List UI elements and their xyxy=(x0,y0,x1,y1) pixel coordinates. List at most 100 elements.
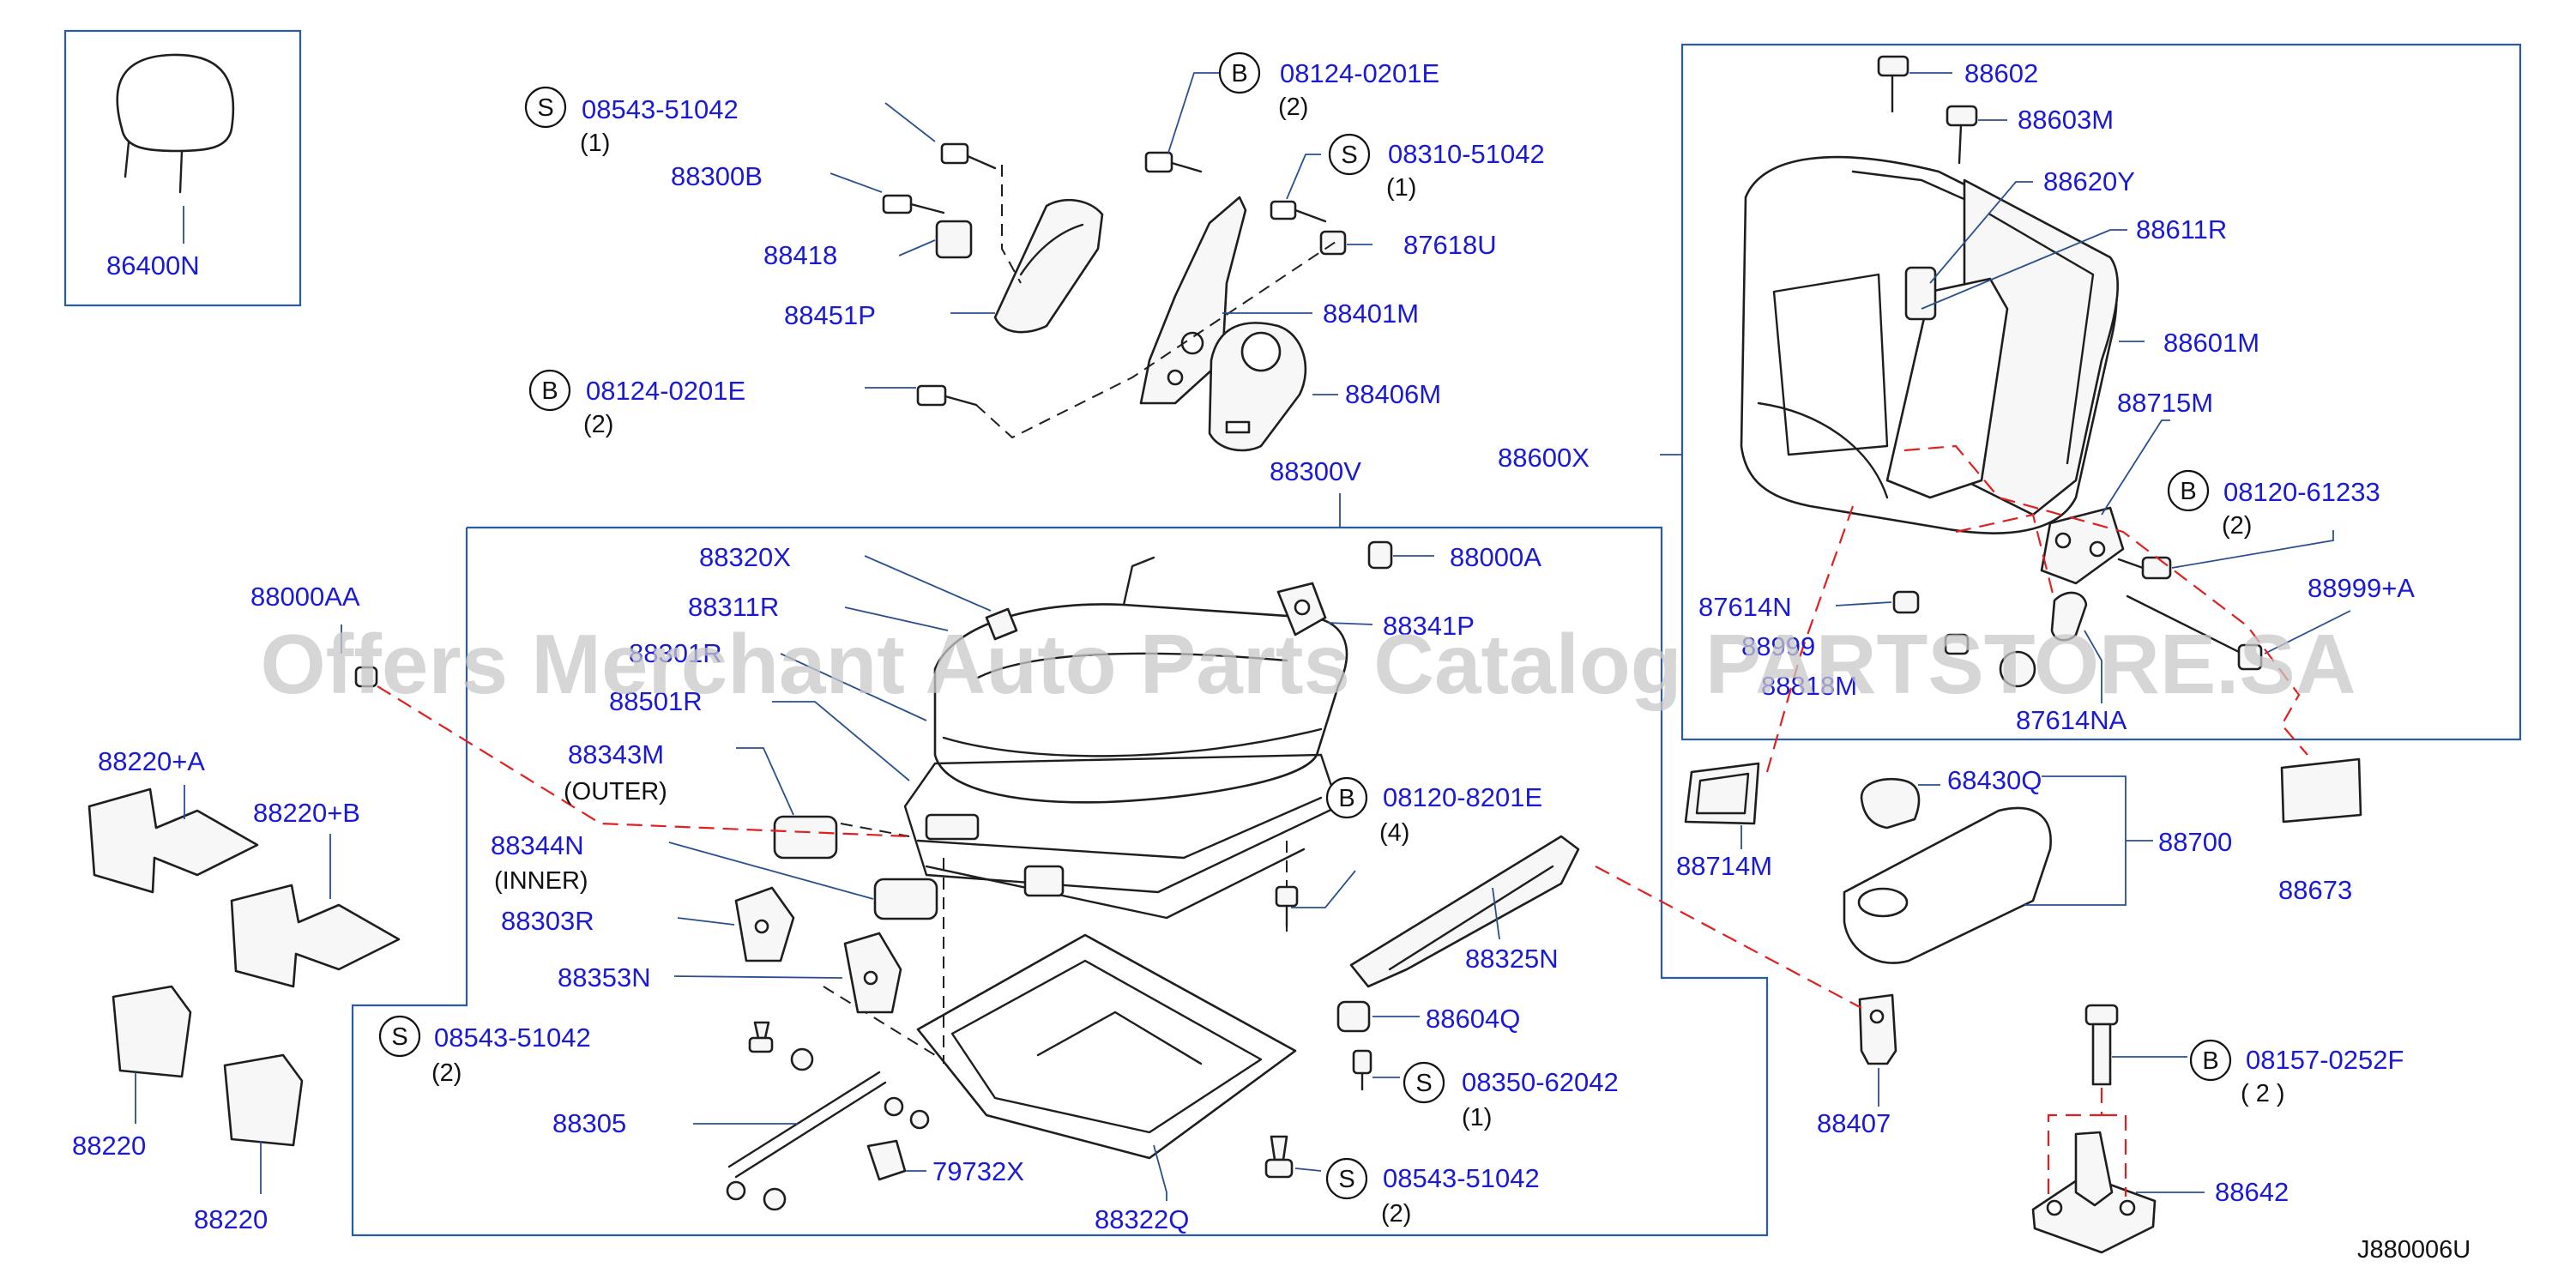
pad-88343M-part xyxy=(773,815,838,860)
label-88714M[interactable]: 88714M xyxy=(1676,851,1772,881)
label-86400N[interactable]: 86400N xyxy=(106,250,200,281)
label-08157-0252F[interactable]: 08157-0252F xyxy=(2246,1045,2404,1075)
qty-08350-62042: (1) xyxy=(1462,1104,1492,1131)
cupholder-68430Q-part xyxy=(1860,777,1921,830)
label-79732X[interactable]: 79732X xyxy=(932,1156,1024,1186)
label-88604Q[interactable]: 88604Q xyxy=(1426,1004,1520,1034)
rdash-88642 xyxy=(2047,1088,2127,1197)
label-88999A[interactable]: 88999+A xyxy=(2308,573,2415,603)
leader-88325N xyxy=(1492,887,1500,940)
label-88000AA[interactable]: 88000AA xyxy=(250,582,360,612)
seat-cushion-part xyxy=(933,603,1348,804)
label-88353N[interactable]: 88353N xyxy=(558,962,651,992)
label-08543-51042-a[interactable]: 08543-51042 xyxy=(582,94,739,124)
qty-08124-0201E-b: (2) xyxy=(583,411,613,438)
svg-text:B: B xyxy=(541,377,558,405)
label-88301R[interactable]: 88301R xyxy=(629,638,722,668)
bracket-88353N-part xyxy=(843,932,902,1014)
seat-frame-part xyxy=(903,753,1340,920)
label-88220-a[interactable]: 88220 xyxy=(72,1131,146,1161)
label-88300B[interactable]: 88300B xyxy=(671,161,763,191)
label-08350-62042[interactable]: 08350-62042 xyxy=(1462,1067,1619,1097)
s-badge-08310-51042: S xyxy=(1328,133,1371,176)
label-88322Q[interactable]: 88322Q xyxy=(1095,1204,1189,1234)
label-88700[interactable]: 88700 xyxy=(2158,827,2232,857)
label-08543-51042-c[interactable]: 08543-51042 xyxy=(1383,1163,1540,1193)
headrest-part xyxy=(116,53,235,194)
qty-08310-51042: (1) xyxy=(1386,174,1416,202)
label-88602[interactable]: 88602 xyxy=(1964,58,2038,88)
label-88401M[interactable]: 88401M xyxy=(1323,299,1419,329)
label-88999[interactable]: 88999 xyxy=(1741,631,1815,661)
b-badge-08157-0252F: B xyxy=(2189,1039,2232,1082)
label-88300V[interactable]: 88300V xyxy=(1270,456,1361,486)
svg-text:S: S xyxy=(1338,1166,1354,1193)
label-88611R[interactable]: 88611R xyxy=(2136,214,2227,244)
label-88343M[interactable]: 88343M xyxy=(568,739,664,769)
leader-87614N xyxy=(1835,601,1892,606)
label-88341P[interactable]: 88341P xyxy=(1383,611,1475,641)
label-88344N[interactable]: 88344N xyxy=(491,830,584,860)
svg-text:S: S xyxy=(1415,1070,1432,1097)
screw-left-part xyxy=(748,1021,774,1053)
leader-08124-0201E-a xyxy=(1167,72,1220,154)
label-88305[interactable]: 88305 xyxy=(552,1108,626,1138)
label-88642[interactable]: 88642 xyxy=(2215,1177,2289,1207)
label-08120-8201E[interactable]: 08120-8201E xyxy=(1383,782,1542,812)
label-88715M[interactable]: 88715M xyxy=(2117,388,2213,418)
leader-08543-51042-a xyxy=(884,102,936,142)
label-88451P[interactable]: 88451P xyxy=(784,300,876,330)
label-88325N[interactable]: 88325N xyxy=(1465,944,1559,974)
bolt-88999-part xyxy=(1944,633,1970,655)
bolt-top-b-part xyxy=(1144,151,1203,173)
note-88344N: (INNER) xyxy=(494,867,588,895)
cushion-frame xyxy=(351,526,1769,1237)
leader-88301R xyxy=(780,653,927,721)
label-08543-51042-b[interactable]: 08543-51042 xyxy=(434,1023,591,1053)
s-badge-08543-51042-a: S xyxy=(524,86,567,129)
label-88220B[interactable]: 88220+B xyxy=(253,798,360,828)
bolt-08157-0252F-part xyxy=(2084,1004,2119,1086)
armrest-88700-part xyxy=(1843,806,2052,964)
diagram-code: J880006U xyxy=(2357,1236,2470,1264)
bolt-center-part xyxy=(1275,885,1299,928)
label-88601M[interactable]: 88601M xyxy=(2163,328,2259,358)
label-88407[interactable]: 88407 xyxy=(1817,1108,1891,1138)
label-88320X[interactable]: 88320X xyxy=(699,542,791,572)
label-88501R[interactable]: 88501R xyxy=(609,686,703,716)
leader-88418 xyxy=(898,239,936,256)
label-87614NA[interactable]: 87614NA xyxy=(2016,705,2127,735)
nut-88604Q-part xyxy=(1336,1000,1371,1033)
label-08310-51042[interactable]: 08310-51042 xyxy=(1388,139,1545,169)
label-68430Q[interactable]: 68430Q xyxy=(1947,765,2042,795)
label-88620Y[interactable]: 88620Y xyxy=(2043,166,2135,196)
label-87614N[interactable]: 87614N xyxy=(1698,592,1792,622)
label-88603M[interactable]: 88603M xyxy=(2018,105,2114,135)
label-08124-0201E-b[interactable]: 08124-0201E xyxy=(586,376,745,406)
label-88600X[interactable]: 88600X xyxy=(1498,443,1590,473)
label-88418[interactable]: 88418 xyxy=(763,240,837,270)
label-88220A[interactable]: 88220+A xyxy=(98,746,205,776)
svg-text:B: B xyxy=(1338,785,1354,812)
label-88303R[interactable]: 88303R xyxy=(501,906,594,936)
leader-88341P xyxy=(1327,622,1373,625)
svg-text:B: B xyxy=(2180,478,2196,505)
seatback-frame-part xyxy=(1963,178,2119,516)
label-88220-b[interactable]: 88220 xyxy=(194,1204,268,1234)
svg-text:S: S xyxy=(1341,142,1357,169)
label-88000A[interactable]: 88000A xyxy=(1450,542,1541,572)
label-08124-0201E-a[interactable]: 08124-0201E xyxy=(1280,58,1439,88)
label-08120-61233[interactable]: 08120-61233 xyxy=(2223,477,2380,507)
label-88311R[interactable]: 88311R xyxy=(688,592,779,622)
label-87618U[interactable]: 87618U xyxy=(1403,230,1497,260)
label-88818M[interactable]: 88818M xyxy=(1761,671,1857,701)
bolt-top-a-part xyxy=(940,142,997,170)
s-badge-08350-62042: S xyxy=(1403,1061,1445,1104)
svg-text:S: S xyxy=(537,94,553,122)
leader-88322Q xyxy=(1153,1144,1167,1201)
clip-88000AA-part xyxy=(354,666,378,688)
label-88406M[interactable]: 88406M xyxy=(1345,379,1441,409)
svg-text:B: B xyxy=(1231,60,1247,87)
s-badge-08543-51042-c: S xyxy=(1325,1157,1368,1200)
label-88673[interactable]: 88673 xyxy=(2278,875,2352,905)
